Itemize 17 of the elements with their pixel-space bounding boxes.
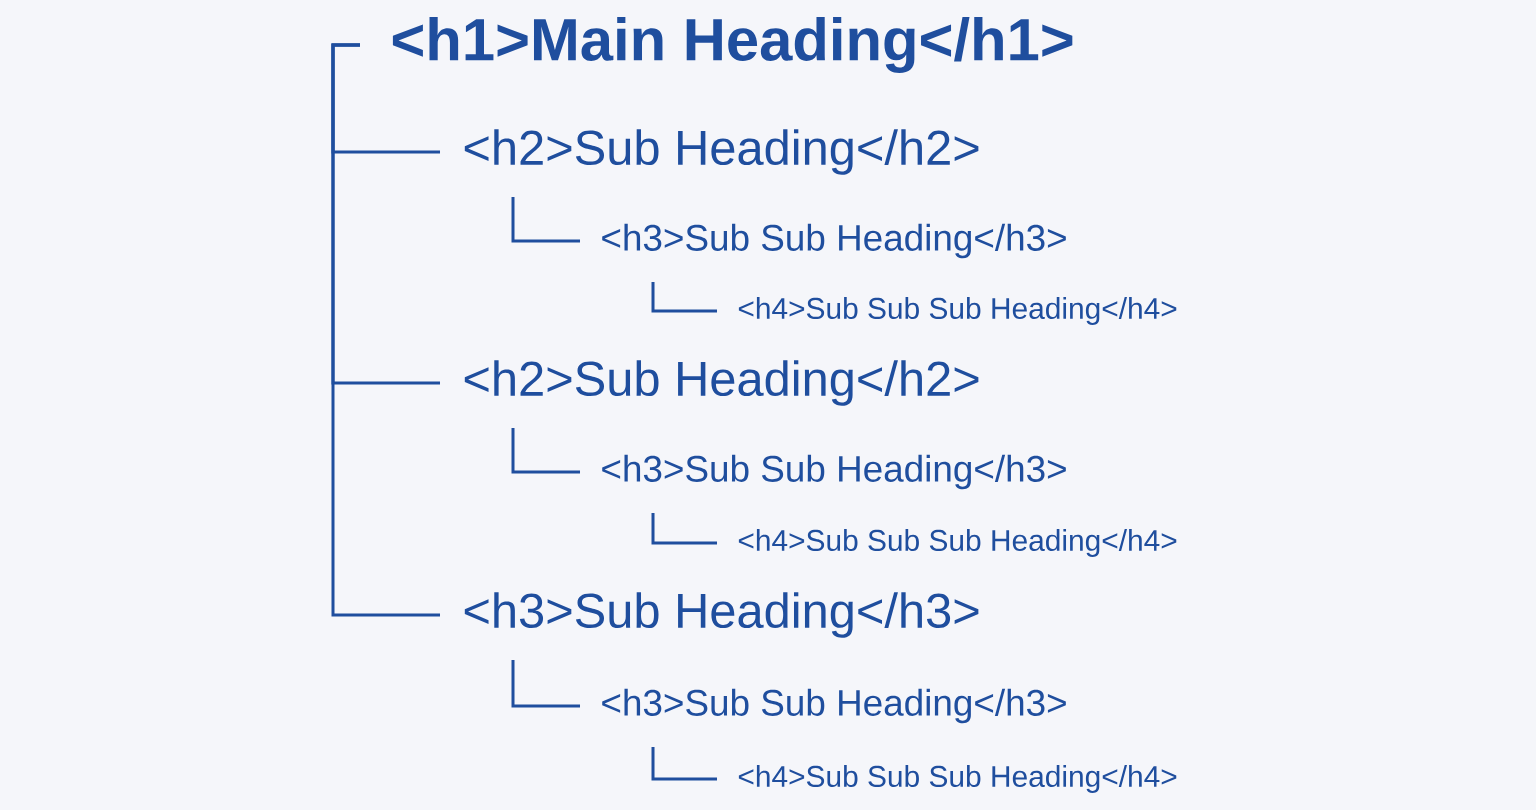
subheading-text: <h3>Sub Sub Heading</h3> [602, 223, 1066, 259]
minor-heading-text: <h4>Sub Sub Sub Heading</h4> [738, 297, 1177, 325]
heading-text: <h2>Sub Heading</h2> [464, 129, 979, 175]
heading-text: <h2>Sub Heading</h2> [464, 360, 979, 406]
tree-connector [511, 428, 580, 474]
tree-connector [331, 43, 440, 617]
minor-heading-text: <h4>Sub Sub Sub Heading</h4> [738, 529, 1177, 557]
heading-text: <h3>Sub Heading</h3> [464, 592, 979, 638]
main-heading-text: <h1>Main Heading</h1> [392, 17, 1073, 73]
tree-connector [511, 197, 580, 243]
tree-connector [651, 282, 717, 313]
subheading-text: <h3>Sub Sub Heading</h3> [602, 454, 1066, 490]
minor-heading-text: <h4>Sub Sub Sub Heading</h4> [738, 765, 1177, 793]
subheading-text: <h3>Sub Sub Heading</h3> [602, 688, 1066, 724]
tree-connector [651, 747, 717, 781]
tree-connector [651, 513, 717, 545]
tree-connector [511, 660, 580, 708]
